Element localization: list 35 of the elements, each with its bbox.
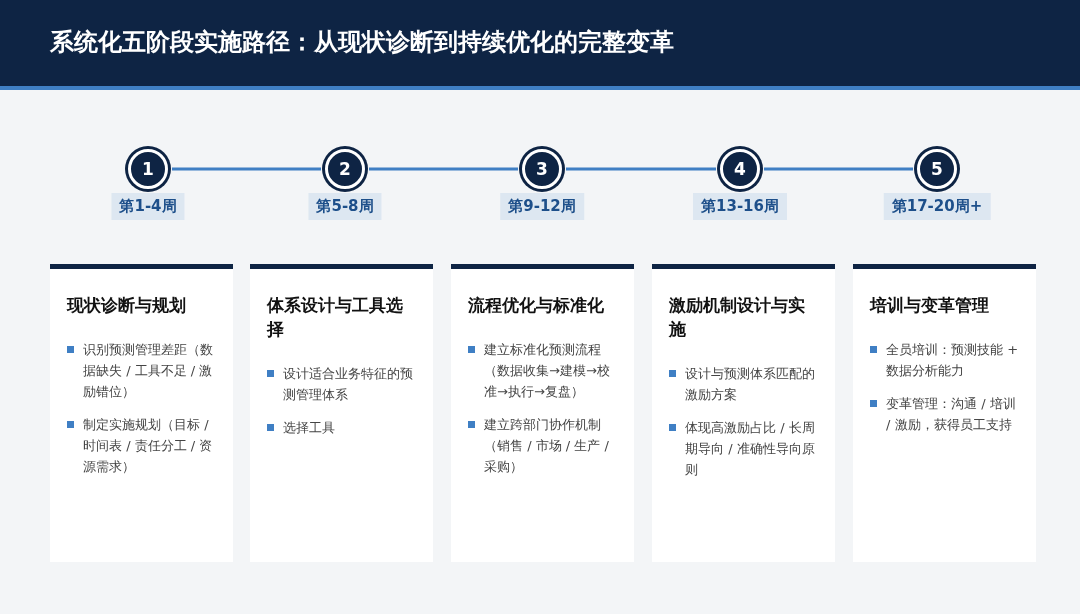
timeline-connector (566, 167, 716, 171)
card-heading: 培训与变革管理 (870, 294, 990, 317)
bullet-text: 选择工具 (267, 417, 417, 438)
bullet-text: 建立标准化预测流程（数据收集→建模→校准→执行→复盘） (468, 339, 618, 402)
phase-card (853, 264, 1036, 562)
week-label: 第9-12周 (500, 193, 584, 220)
bullet-text: 制定实施规划（目标 / 时间表 / 责任分工 / 资源需求） (67, 414, 217, 477)
step-number-circle: 3 (522, 149, 562, 189)
step-number-circle: 5 (917, 149, 957, 189)
step-number-circle: 4 (720, 149, 760, 189)
bullet-text: 识别预测管理差距（数据缺失 / 工具不足 / 激励错位） (67, 339, 217, 402)
bullet-text: 全员培训：预测技能 + 数据分析能力 (870, 339, 1020, 381)
bullet-text: 设计与预测体系匹配的激励方案 (669, 363, 819, 405)
week-label: 第1-4周 (111, 193, 185, 220)
week-label: 第13-16周 (693, 193, 787, 220)
bullet-text: 设计适合业务特征的预测管理体系 (267, 363, 417, 405)
card-heading: 激励机制设计与实施 (669, 294, 806, 341)
step-number-circle: 1 (128, 149, 168, 189)
card-heading: 流程优化与标准化 (468, 294, 605, 317)
timeline-connector (764, 167, 913, 171)
bullet-text: 建立跨部门协作机制（销售 / 市场 / 生产 / 采购） (468, 414, 618, 477)
bullet-text: 体现高激励占比 / 长周期导向 / 准确性导向原则 (669, 417, 819, 480)
week-label: 第5-8周 (308, 193, 382, 220)
phase-card (50, 264, 233, 562)
timeline-connector (369, 167, 518, 171)
phase-card (652, 264, 835, 562)
step-number-circle: 2 (325, 149, 365, 189)
page-title: 系统化五阶段实施路径：从现状诊断到持续优化的完整变革 (50, 27, 674, 58)
timeline-connector (172, 167, 321, 171)
bullet-text: 变革管理：沟通 / 培训 / 激励，获得员工支持 (870, 393, 1020, 435)
phase-card (451, 264, 634, 562)
phase-card (250, 264, 433, 562)
week-label: 第17-20周+ (883, 193, 991, 220)
card-heading: 体系设计与工具选择 (267, 294, 404, 341)
card-heading: 现状诊断与规划 (67, 294, 187, 317)
